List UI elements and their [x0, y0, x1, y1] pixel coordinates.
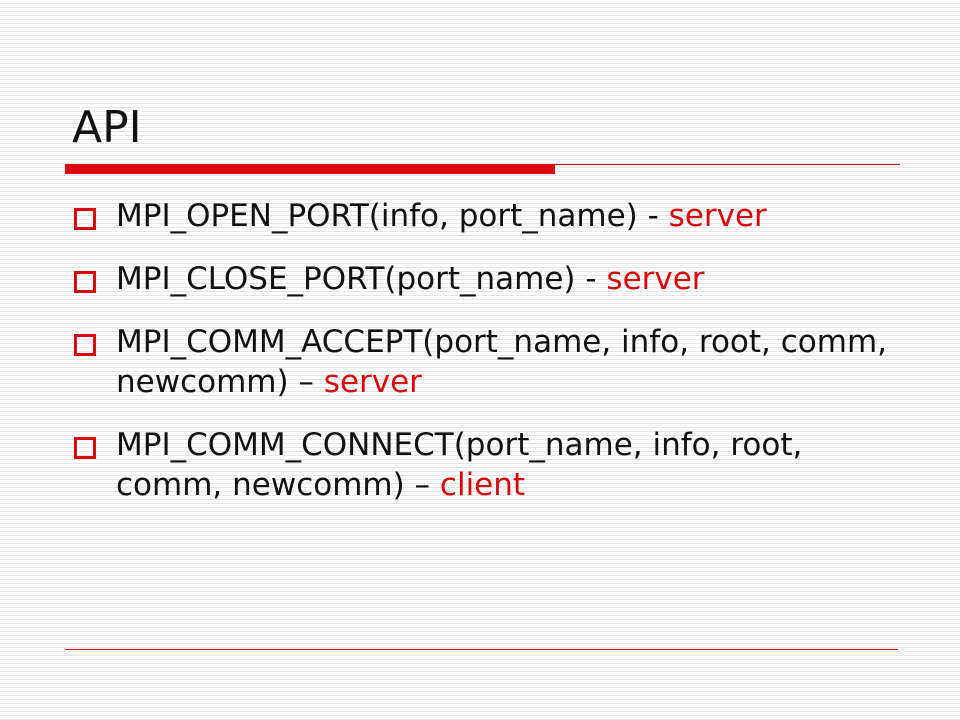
slide-title: API	[72, 102, 142, 153]
bullet-text: MPI_CLOSE_PORT(port_name) -	[116, 261, 607, 297]
bullet-list: MPI_OPEN_PORT(info, port_name) - server …	[72, 196, 898, 528]
bullet-role: server	[668, 198, 767, 234]
square-bullet-icon	[74, 334, 96, 356]
bullet-item-comm-accept: MPI_COMM_ACCEPT(port_name, info, root, c…	[72, 322, 898, 402]
square-bullet-icon	[74, 437, 96, 459]
bullet-item-comm-connect: MPI_COMM_CONNECT(port_name, info, root, …	[72, 425, 898, 505]
bullet-item-close-port: MPI_CLOSE_PORT(port_name) - server	[72, 259, 898, 299]
bullet-role: server	[606, 261, 705, 297]
bullet-role: client	[439, 467, 526, 503]
bullet-text: MPI_COMM_ACCEPT(port_name, info, root, c…	[116, 324, 888, 400]
bullet-text: MPI_OPEN_PORT(info, port_name) -	[116, 198, 669, 234]
square-bullet-icon	[74, 208, 96, 230]
title-underline-thin	[555, 164, 900, 165]
bullet-item-open-port: MPI_OPEN_PORT(info, port_name) - server	[72, 196, 898, 236]
square-bullet-icon	[74, 271, 96, 293]
footer-divider	[65, 649, 898, 650]
title-underline-thick	[65, 164, 555, 174]
bullet-text: MPI_COMM_CONNECT(port_name, info, root, …	[116, 427, 803, 503]
bullet-role: server	[323, 364, 422, 400]
